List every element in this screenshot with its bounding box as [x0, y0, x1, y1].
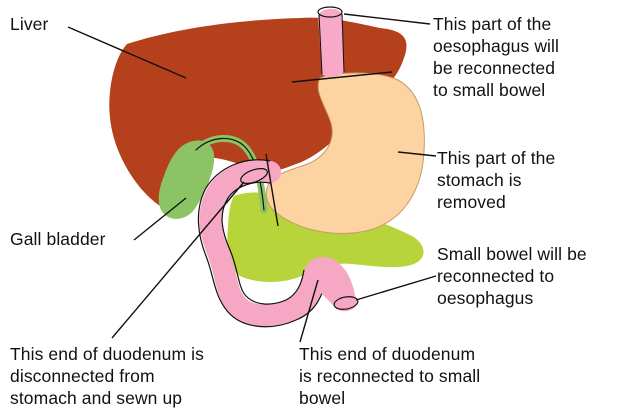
leader-small-bowel — [356, 276, 436, 300]
liver-label: Liver — [10, 13, 48, 35]
gall-bladder-label: Gall bladder — [10, 228, 106, 250]
stomach-label: This part of the stomach is removed — [437, 147, 555, 213]
duodenum-reconnected-label: This end of duodenum is reconnected to s… — [299, 343, 480, 409]
oesophagus-label: This part of the oesophagus will be reco… — [433, 13, 559, 101]
small-bowel-label: Small bowel will be reconnected to oesop… — [437, 243, 587, 309]
leader-oesophagus — [344, 14, 430, 24]
duodenum-sewn-label: This end of duodenum is disconnected fro… — [10, 343, 204, 409]
